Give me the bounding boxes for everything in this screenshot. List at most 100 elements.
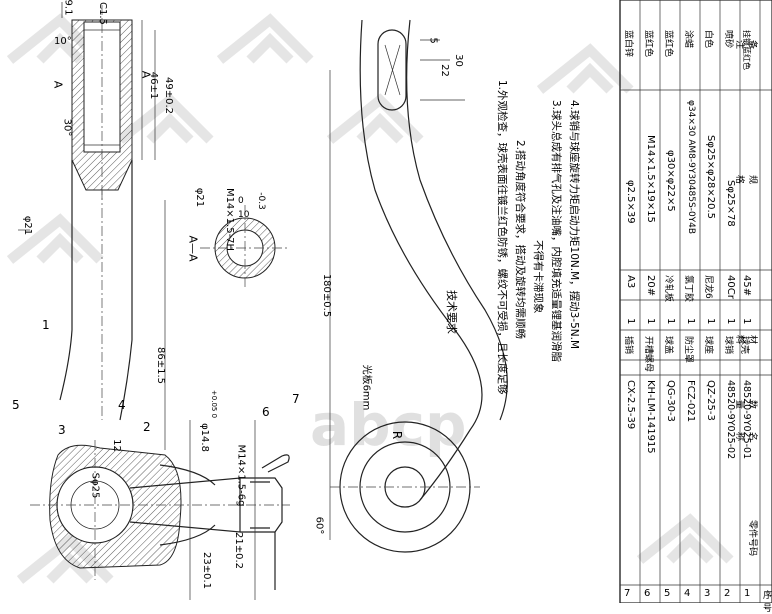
bom-row-4-code: FCZ-021 bbox=[685, 380, 696, 423]
dim-dia21-side: φ21 bbox=[22, 215, 34, 236]
bom-row-5-mat: 冷轧板 bbox=[663, 275, 673, 303]
bom-row-6-qty: 1 bbox=[645, 318, 656, 325]
bom-row-2-spec: Sφ25×78 bbox=[725, 180, 736, 227]
dim-180: 180±0.5 bbox=[321, 273, 333, 318]
section-a-a bbox=[200, 205, 290, 290]
dimension-lines bbox=[18, 2, 465, 600]
bom-header-code: 零件号码 bbox=[747, 520, 757, 557]
dim-30: 30 bbox=[452, 54, 464, 67]
dim-dia14-8: φ14.8 bbox=[198, 423, 210, 452]
bom-row-7-mat: A3 bbox=[625, 275, 636, 289]
bom-row-5-qty: 1 bbox=[665, 318, 676, 325]
bom-header-no: 序号 bbox=[763, 591, 772, 614]
bom-row-3-spec: Sφ25×φ28×20.5 bbox=[705, 135, 716, 220]
bom-row-5-code: QG-30-3 bbox=[665, 380, 676, 422]
bom-row-2-name: 球销 bbox=[723, 336, 733, 355]
bom-row-2-remark: 喷砂 bbox=[723, 30, 733, 49]
bom-row-5-remark: 蓝红色 bbox=[663, 30, 673, 58]
bom-row-3-name: 球座 bbox=[703, 336, 713, 355]
bom-row-6-remark: 蓝红色 bbox=[643, 30, 653, 58]
bom-row-3-qty: 1 bbox=[705, 318, 716, 325]
dim-86: 86±1.5 bbox=[155, 346, 167, 385]
dim-dia14-8-tol: +0.05 0 bbox=[210, 389, 219, 419]
dim-30deg: 30° bbox=[61, 118, 73, 137]
bom-row-3-remark: 白色 bbox=[703, 30, 713, 49]
bom-row-3-no: 3 bbox=[704, 588, 711, 599]
dim-21: 21±0.2 bbox=[233, 531, 245, 570]
dim-9-1: 9.1 bbox=[62, 0, 74, 16]
bom-table-grid bbox=[619, 0, 772, 603]
bom-row-7-spec: φ2.5×39 bbox=[625, 180, 636, 224]
bom-row-4-remark: 涂蜡 bbox=[683, 30, 693, 49]
bom-row-4-qty: 1 bbox=[685, 318, 696, 325]
dim-dia21-top: φ21 bbox=[194, 187, 206, 208]
callout-7: 7 bbox=[292, 392, 300, 406]
bom-row-1-mat: 45# bbox=[741, 275, 752, 297]
bom-row-1-code: 48520-9Y025-01 bbox=[741, 380, 752, 460]
bom-row-1-name: 球壳 bbox=[739, 336, 749, 355]
dim-22: 22 bbox=[438, 64, 450, 77]
dim-ball-dia: Sφ25 bbox=[89, 472, 101, 499]
bom-row-5-spec: φ30×φ22×5 bbox=[665, 150, 676, 212]
bom-row-2-no: 2 bbox=[724, 588, 731, 599]
r-mark: R bbox=[390, 430, 405, 440]
dim-49: 49±0.2 bbox=[163, 76, 175, 115]
section-mark-a-left: A bbox=[51, 80, 65, 89]
bom-row-5-no: 5 bbox=[664, 588, 671, 599]
bom-row-7-remark: 蓝白锌 bbox=[623, 30, 633, 58]
bom-row-6-code: KH-LM-141915 bbox=[645, 380, 656, 454]
bom-row-7-qty: 1 bbox=[625, 318, 636, 325]
callout-4: 4 bbox=[118, 398, 126, 412]
plate-label: 光板6mm bbox=[360, 364, 372, 411]
tech-note-line-2: 2.搭动角度符合要求，搭动及旋转均需顺畅 bbox=[514, 140, 526, 340]
dim-depth-03: -0.3 bbox=[255, 192, 266, 210]
callout-3: 3 bbox=[58, 423, 66, 437]
bom-row-4-mat: 氯丁胶 bbox=[683, 275, 693, 303]
dim-23: 23±0.1 bbox=[201, 551, 213, 590]
bom-row-6-name: 开槽螺母 bbox=[643, 336, 653, 373]
bom-row-2-qty: 1 bbox=[725, 318, 736, 325]
section-label-a-a: A—A bbox=[186, 235, 200, 262]
bom-row-4-spec: φ34×30 AM8-9Y30485S-0Y4B bbox=[686, 100, 696, 235]
housing-assembly bbox=[30, 5, 290, 590]
bom-row-1-no: 1 bbox=[744, 588, 751, 599]
bom-row-2-mat: 40Cr bbox=[725, 275, 736, 299]
bom-row-3-mat: 尼龙6 bbox=[703, 275, 713, 299]
bom-row-7-name: 插销 bbox=[623, 336, 633, 355]
tech-notes-heading: 技术要求 bbox=[445, 290, 458, 334]
pitman-arm bbox=[330, 19, 508, 553]
callout-2: 2 bbox=[143, 420, 151, 434]
callout-5: 5 bbox=[12, 398, 20, 412]
bom-row-4-no: 4 bbox=[684, 588, 691, 599]
bom-row-3-code: QZ-25-3 bbox=[705, 380, 716, 421]
callout-6: 6 bbox=[262, 405, 270, 419]
tech-note-line-5: 4.球销与球座旋转力矩启动力矩10N.M，摆动3-5N.M bbox=[568, 100, 580, 350]
bom-row-7-code: CX-2.5-39 bbox=[625, 380, 636, 430]
tech-note-line-3: 不得有卡滞现象 bbox=[532, 240, 544, 314]
dim-46: 46±1 bbox=[148, 71, 160, 100]
bom-row-1-remark: 挂镀蓝红色 bbox=[742, 30, 751, 70]
bom-row-5-name: 球盖 bbox=[663, 336, 673, 355]
tech-note-line-1: 1.外观检查，球壳表面往镀兰红色防锈，螺纹不可受损，且长度足够 bbox=[496, 80, 508, 395]
dim-depth-0: 0 bbox=[238, 196, 244, 206]
bom-row-6-no: 6 bbox=[644, 588, 651, 599]
dim-60deg: 60° bbox=[313, 516, 325, 535]
watermark-text: abcp bbox=[310, 391, 467, 459]
dim-thread-m14: M14×1.5-7H bbox=[224, 187, 236, 252]
technical-requirements: 技术要求 1.外观检查，球壳表面往镀兰红色防锈，螺纹不可受损，且长度足够 2.搭… bbox=[445, 40, 620, 600]
dim-10deg: 10° bbox=[54, 36, 72, 47]
bom-row-2-code: 48520-9Y025-02 bbox=[725, 380, 736, 460]
bom-row-7-no: 7 bbox=[624, 588, 631, 599]
bom-header-spec: 规格 bbox=[734, 175, 757, 185]
dim-c15: C1.5 bbox=[97, 2, 108, 25]
dim-12: 12 bbox=[110, 439, 122, 452]
bom-row-6-mat: 20# bbox=[645, 275, 656, 297]
callout-1: 1 bbox=[42, 318, 50, 332]
dim-10: 10 bbox=[238, 210, 250, 220]
bom-table: 序号 零件号码 名称 数量 材料 规格 备注 7 CX-2.5-39 插销 1 … bbox=[620, 0, 772, 614]
bom-row-6-spec: M14×1.5×19×15 bbox=[645, 135, 656, 223]
bom-row-1-qty: 1 bbox=[741, 318, 752, 325]
tech-note-line-4: 3.球头总成有排气孔及注油嘴，内腔填充适量锂基润滑脂 bbox=[550, 100, 562, 363]
dim-m14-6g: M14×1.5-6g bbox=[235, 444, 247, 507]
